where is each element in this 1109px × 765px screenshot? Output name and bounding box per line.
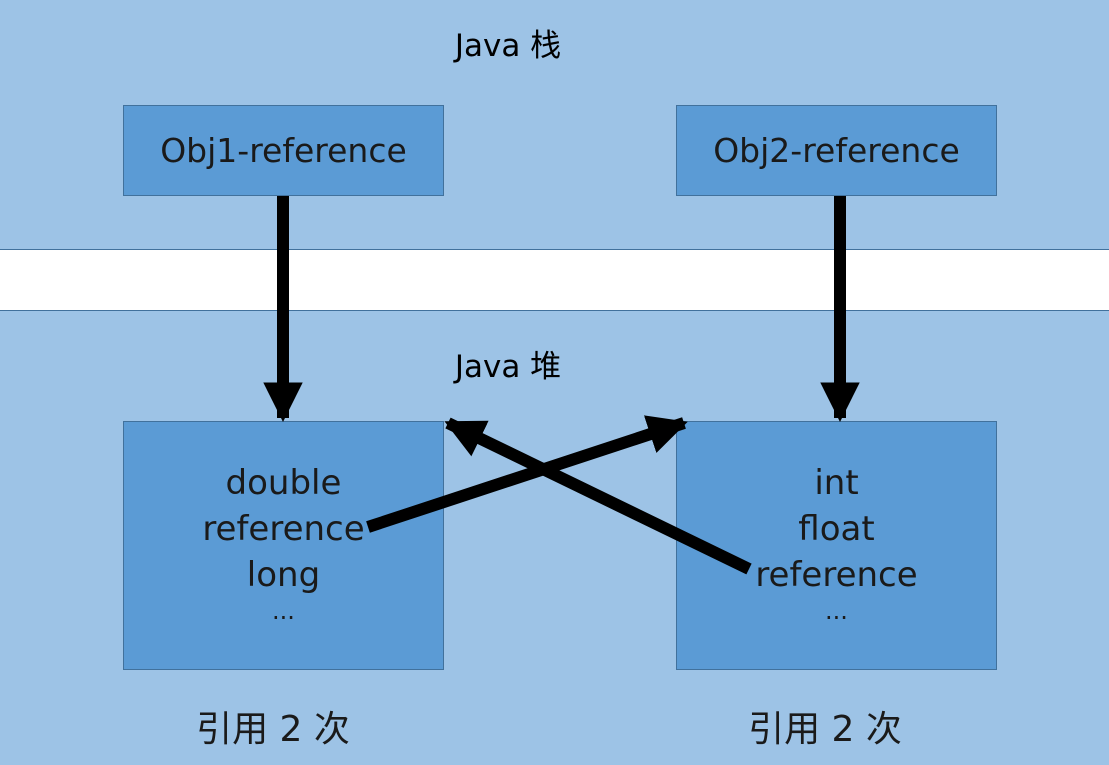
object-1-ellipsis: ...: [272, 597, 295, 625]
object-1-ref-count: 引用 2 次: [196, 709, 350, 750]
heap-object-2-box: int float reference ...: [676, 421, 997, 670]
object-2-field: reference: [755, 555, 918, 595]
object-1-field: double: [225, 463, 342, 503]
stack-title: Java 栈: [454, 28, 562, 64]
heap-title: Java 堆: [454, 349, 562, 385]
object-1-field: long: [246, 555, 321, 595]
object-2-field: int: [814, 463, 859, 503]
heap-object-1-box: double reference long ...: [123, 421, 444, 670]
region-separator: [0, 250, 1109, 310]
object-1-field: reference: [202, 509, 365, 549]
object-2-field: float: [798, 509, 875, 549]
obj2-reference-label: Obj2-reference: [713, 131, 960, 170]
obj1-reference-label: Obj1-reference: [160, 131, 407, 170]
obj2-reference-box: Obj2-reference: [676, 105, 997, 196]
obj1-reference-box: Obj1-reference: [123, 105, 444, 196]
object-2-ref-count: 引用 2 次: [748, 709, 902, 750]
object-2-ellipsis: ...: [825, 597, 848, 625]
